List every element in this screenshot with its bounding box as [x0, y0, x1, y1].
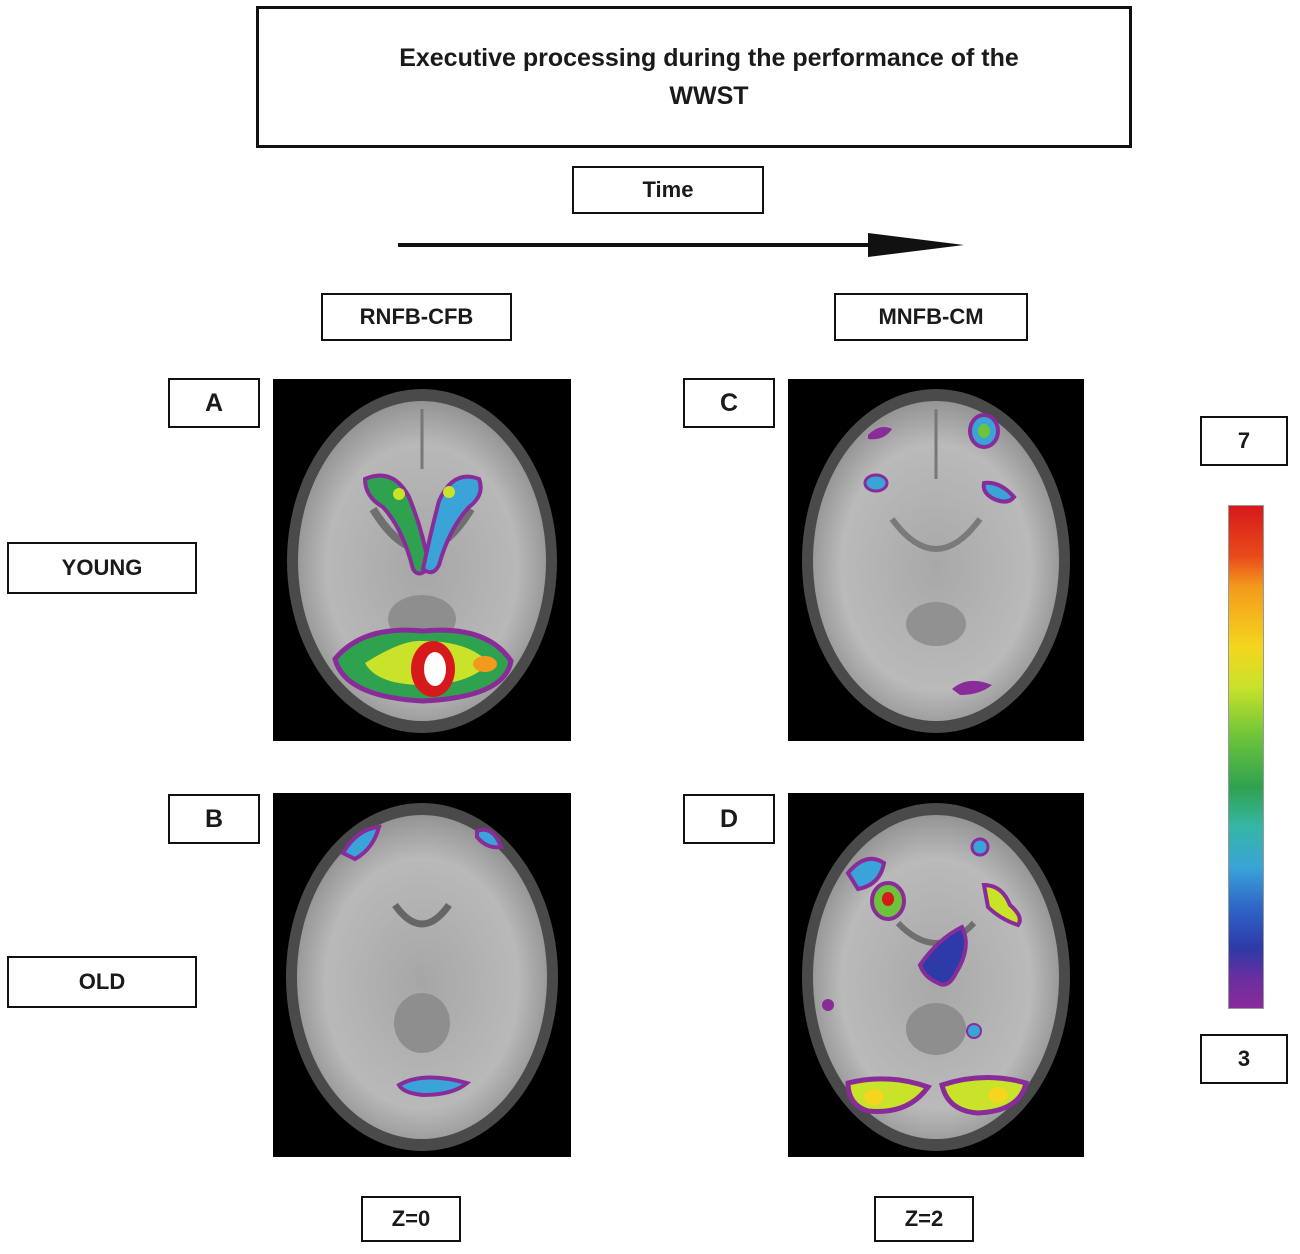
group-label-young: YOUNG [7, 542, 197, 594]
activation-blobs [332, 473, 514, 704]
activation-blobs [822, 837, 1029, 1116]
time-label: Time [642, 177, 694, 202]
time-arrow [398, 233, 964, 257]
color-scale-bar [1228, 505, 1264, 1009]
time-label-box: Time [572, 166, 764, 214]
panel-label-a: A [168, 378, 260, 428]
color-scale-max: 7 [1200, 416, 1288, 466]
brain-slice-old-rnfb-cfb [273, 793, 571, 1157]
condition-label-left: RNFB-CFB [321, 293, 512, 341]
activation-blobs [863, 413, 1017, 695]
brain-slice-young-mnfb-cm [788, 379, 1084, 741]
panel-label-d: D [683, 794, 775, 844]
color-scale-min: 3 [1200, 1034, 1288, 1084]
brain-slice-old-mnfb-cm [788, 793, 1084, 1157]
z-value-left: Z=0 [361, 1196, 461, 1242]
activation-blobs [340, 824, 504, 1098]
figure-title: Executive processing during the performa… [399, 44, 1019, 110]
figure-title-box: Executive processing during the performa… [256, 6, 1132, 148]
group-label-old: OLD [7, 956, 197, 1008]
panel-label-c: C [683, 378, 775, 428]
brain-slice-young-rnfb-cfb [273, 379, 571, 741]
z-value-right: Z=2 [874, 1196, 974, 1242]
condition-label-right: MNFB-CM [834, 293, 1028, 341]
panel-label-b: B [168, 794, 260, 844]
